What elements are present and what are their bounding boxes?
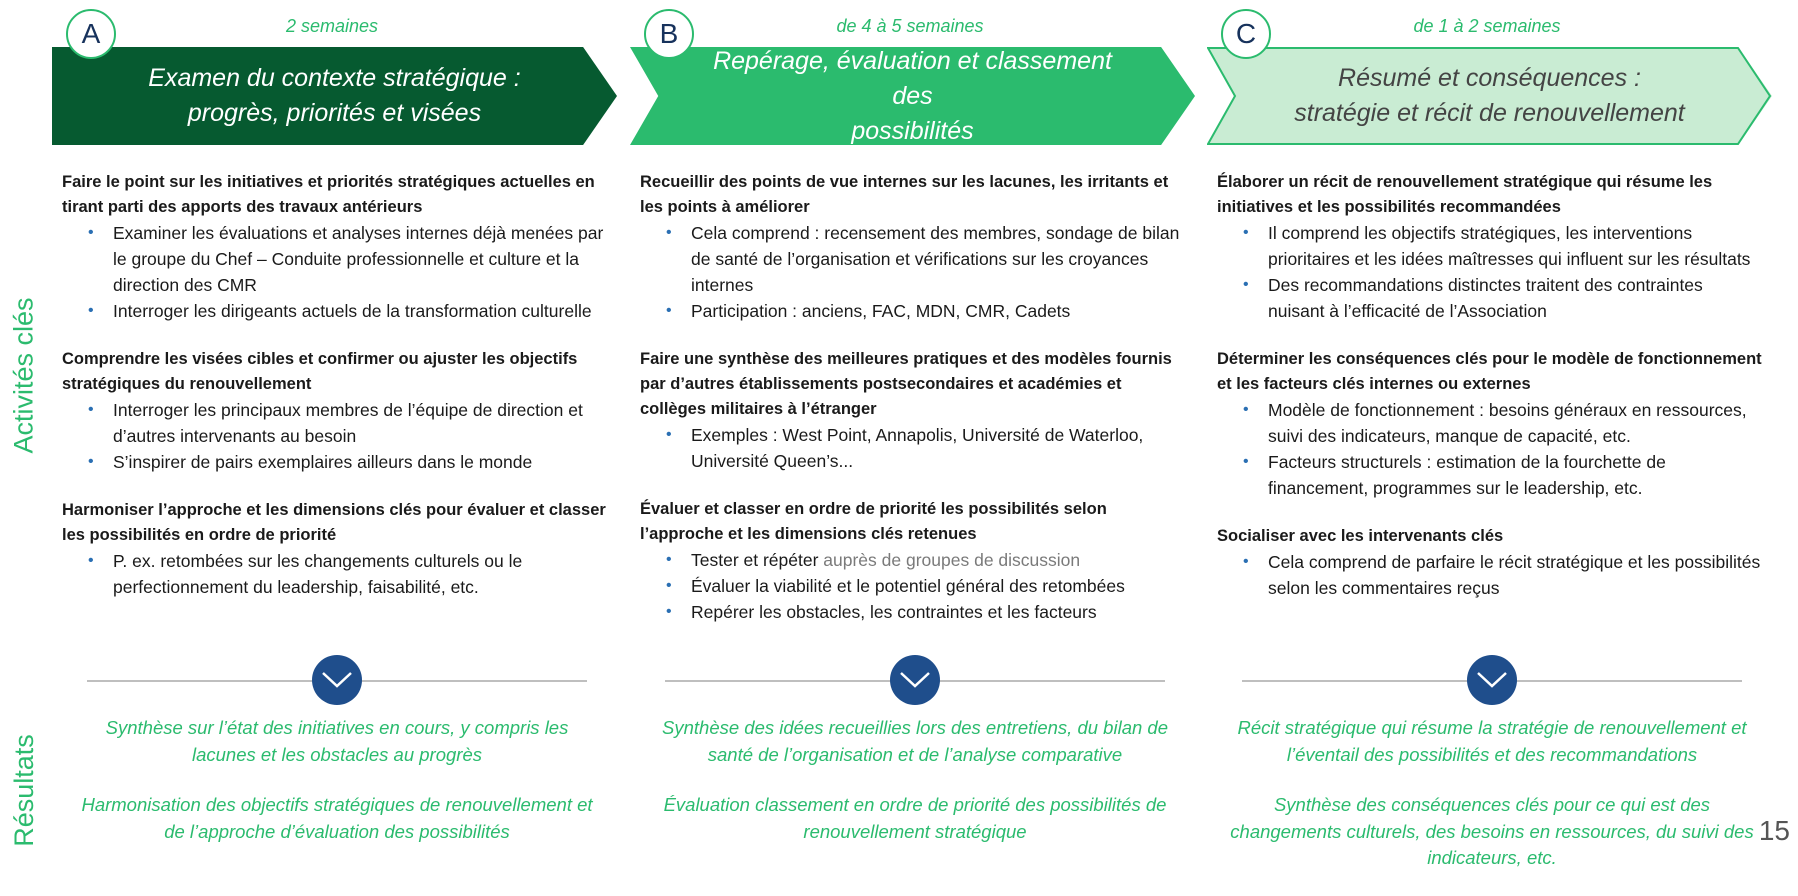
section-title: Harmoniser l’approche et les dimensions … [62,501,606,544]
result-text: Récit stratégique qui résume la stratégi… [1237,717,1747,765]
bullet-item: Cela comprend de parfaire le récit strat… [1233,549,1762,601]
bullet-item: Examiner les évaluations et analyses int… [78,220,607,298]
banner-line: possibilités [851,116,974,145]
phase-column-b: de 4 à 5 semaines B Repérage, évaluation… [630,0,1195,896]
activity-section: Comprendre les visées cibles et confirme… [62,347,607,475]
section-title: Déterminer les conséquences clés pour le… [1217,350,1762,393]
bullet-item: Modèle de fonctionnement : besoins génér… [1233,397,1762,449]
bullet-muted-text: auprès de groupes de discussion [818,550,1081,570]
banner-line: progrès, priorités et visées [187,99,482,127]
results-block: Synthèse des idées recueillies lors des … [650,715,1180,869]
activities-list: Faire le point sur les initiatives et pr… [62,170,607,623]
phase-letter-badge: A [66,9,116,59]
bullet-item: Facteurs structurels : estimation de la … [1233,449,1762,501]
phase-column-a: 2 semaines A Examen du contexte stratégi… [52,0,617,896]
result-text: Harmonisation des objectifs stratégiques… [81,794,593,842]
bullet-item: Tester et répéter auprès de groupes de d… [656,547,1185,573]
phase-duration: de 1 à 2 semaines [1413,16,1561,36]
section-title: Socialiser avec les intervenants clés [1217,527,1504,545]
result-text: Synthèse des conséquences clés pour ce q… [1230,794,1754,868]
bullet-item: Exemples : West Point, Annapolis, Univer… [656,422,1185,474]
bullet-item: Interroger les dirigeants actuels de la … [78,298,607,324]
chevron-down-icon [312,655,362,705]
activity-section: Socialiser avec les intervenants clés Ce… [1217,524,1762,601]
phase-duration: 2 semaines [285,16,379,36]
section-title: Évaluer et classer en ordre de priorité … [640,500,1107,543]
result-text: Synthèse des idées recueillies lors des … [662,717,1168,765]
banner-line: Repérage, évaluation et classement des [713,46,1112,110]
bullet-item: Repérer les obstacles, les contraintes e… [656,599,1185,625]
activities-list: Recueillir des points de vue internes su… [640,170,1185,648]
bullet-item: Interroger les principaux membres de l’é… [78,397,607,449]
section-title: Élaborer un récit de renouvellement stra… [1217,173,1713,216]
activity-section: Faire une synthèse des meilleures pratiq… [640,347,1185,474]
result-text: Évaluation classement en ordre de priori… [663,794,1167,842]
activity-section: Harmoniser l’approche et les dimensions … [62,498,607,600]
bullet-text: Tester et répéter [691,550,819,570]
activities-list: Élaborer un récit de renouvellement stra… [1217,170,1762,624]
activity-section: Faire le point sur les initiatives et pr… [62,170,607,324]
activity-section: Élaborer un récit de renouvellement stra… [1217,170,1762,324]
bullet-item: Des recommandations distinctes traitent … [1233,272,1762,324]
page-number: 15 [1758,815,1790,846]
phase-duration: de 4 à 5 semaines [836,16,984,36]
results-block: Synthèse sur l’état des initiatives en c… [72,715,602,869]
chevron-down-icon [1467,655,1517,705]
banner-line: Résumé et conséquences : [1338,64,1641,92]
side-label-results-text: Résultats [8,733,39,847]
chevron-down-icon [890,655,940,705]
side-label-activities: Activités clés [0,250,48,500]
side-label-results: Résultats [0,700,48,880]
bullet-item: P. ex. retombées sur les changements cul… [78,548,607,600]
bullet-item: S’inspirer de pairs exemplaires ailleurs… [78,449,607,475]
bullet-item: Participation : anciens, FAC, MDN, CMR, … [656,298,1185,324]
phase-banner: Examen du contexte stratégique : progrès… [52,47,617,145]
section-title: Comprendre les visées cibles et confirme… [62,350,578,393]
section-title: Faire une synthèse des meilleures pratiq… [640,350,1172,418]
bullet-item: Évaluer la viabilité et le potentiel gén… [656,573,1185,599]
banner-line: stratégie et récit de renouvellement [1294,99,1685,127]
bullet-item: Il comprend les objectifs stratégiques, … [1233,220,1762,272]
activity-section: Déterminer les conséquences clés pour le… [1217,347,1762,501]
phase-banner: Résumé et conséquences : stratégie et ré… [1207,47,1772,145]
activity-section: Recueillir des points de vue internes su… [640,170,1185,324]
results-block: Récit stratégique qui résume la stratégi… [1227,715,1757,896]
section-title: Recueillir des points de vue internes su… [640,173,1169,216]
phase-column-c: de 1 à 2 semaines C Résumé et conséquenc… [1207,0,1772,896]
bullet-item: Cela comprend : recensement des membres,… [656,220,1185,298]
banner-line: Examen du contexte stratégique : [148,64,521,92]
section-title: Faire le point sur les initiatives et pr… [62,173,595,216]
phase-letter-badge: B [644,9,694,59]
result-text: Synthèse sur l’état des initiatives en c… [105,717,569,765]
activity-section: Évaluer et classer en ordre de priorité … [640,497,1185,625]
side-label-activities-text: Activités clés [8,296,39,454]
phase-banner: Repérage, évaluation et classement des p… [630,47,1195,145]
phase-letter-badge: C [1221,9,1271,59]
